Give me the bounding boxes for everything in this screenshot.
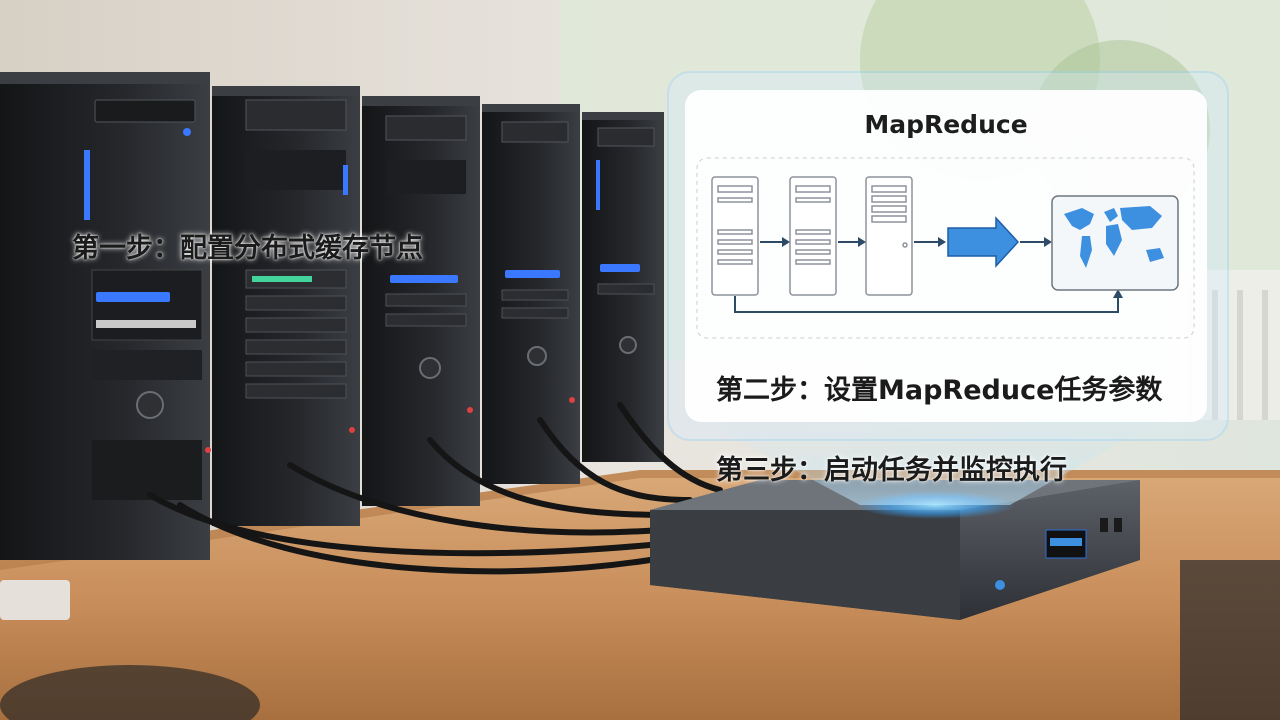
arrow-icon — [760, 237, 1052, 247]
diagram-title: MapReduce — [864, 110, 1028, 139]
server-tower-2 — [212, 86, 360, 526]
world-map-icon — [1051, 195, 1179, 291]
server-tower-5 — [582, 112, 664, 462]
server-tower-3 — [362, 96, 480, 506]
server-icon — [711, 176, 759, 296]
server-tower-1 — [0, 72, 211, 560]
server-tower-4 — [482, 104, 580, 484]
step-2-label: 第二步：设置MapReduce任务参数 — [716, 375, 1163, 406]
server-icon — [865, 176, 913, 296]
step-1-label: 第一步：配置分布式缓存节点 — [72, 233, 423, 264]
feedback-line — [734, 289, 1123, 313]
arrow-icon — [947, 216, 1020, 268]
step-3-label: 第三步：启动任务并监控执行 — [716, 455, 1067, 486]
server-icon — [789, 176, 837, 296]
